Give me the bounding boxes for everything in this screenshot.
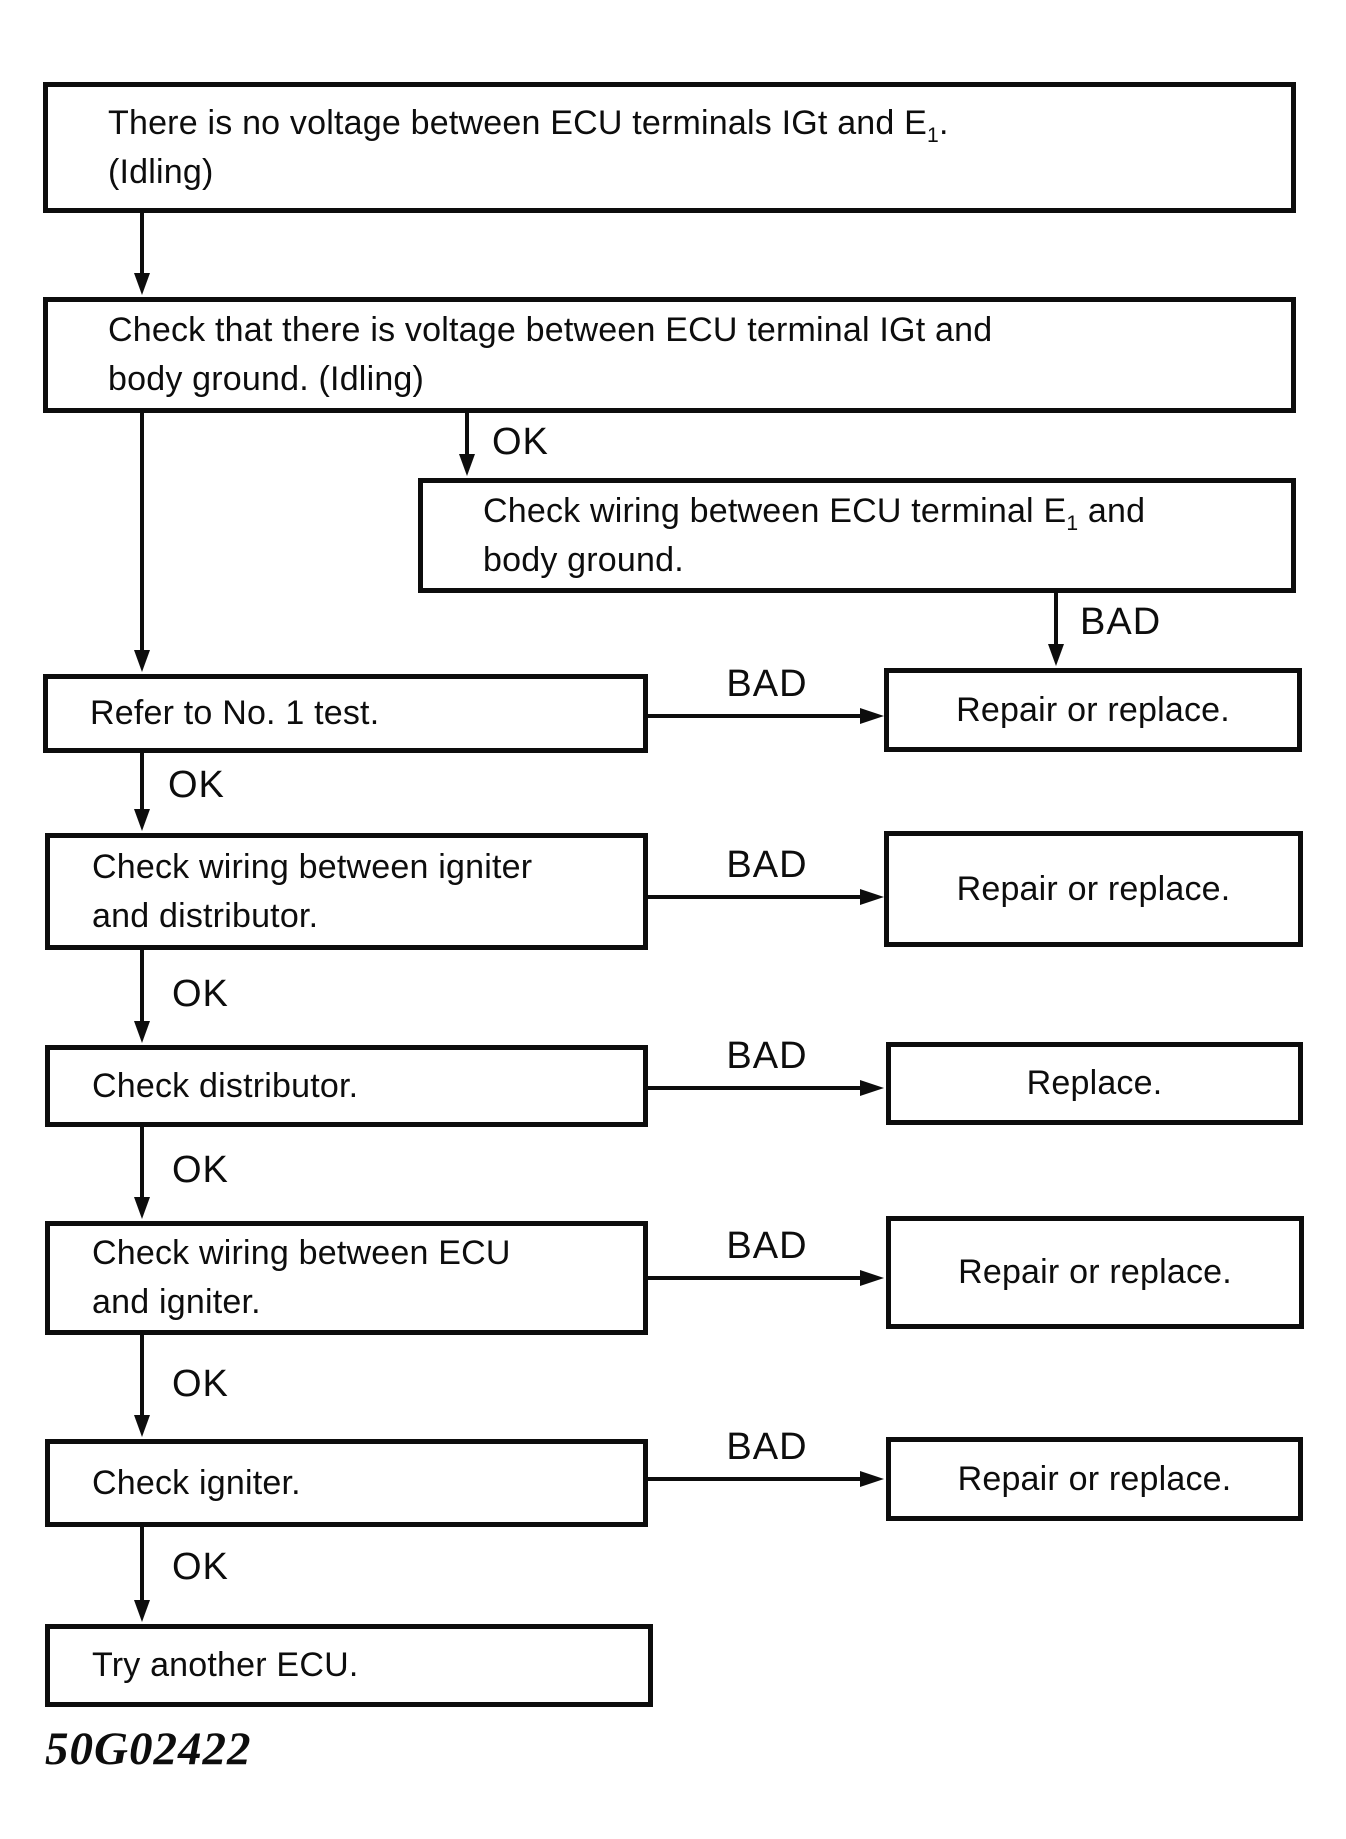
flow-node-repair-replace-2: Repair or replace. [884, 831, 1303, 947]
node-text: Check wiring between ECU terminal E1 and [483, 487, 1291, 536]
arrowhead-into-repair-1 [1048, 644, 1064, 666]
connector-bad-igniter [648, 1477, 864, 1481]
arrowhead-into-igniter-distributor [134, 809, 150, 831]
node-text: There is no voltage between ECU terminal… [108, 99, 1291, 148]
connector-ok-to-igniter-distributor [140, 753, 144, 813]
flow-node-try-another-ecu: Try another ECU. [45, 1624, 653, 1707]
connector-ok-to-try-ecu [140, 1527, 144, 1604]
branch-label-ok-4: OK [172, 1149, 229, 1191]
connector-ok-to-ecu-igniter [140, 1127, 144, 1201]
node-text: Repair or replace. [956, 690, 1230, 729]
arrowhead-into-replace [860, 1080, 884, 1096]
node-text: Try another ECU. [92, 1646, 359, 1684]
node-text: Check that there is voltage between ECU … [108, 311, 993, 349]
connector-ok-to-igniter [140, 1335, 144, 1419]
connector-bad-igniter-distributor [648, 895, 864, 899]
arrowhead-into-repair-row1 [860, 708, 884, 724]
arrowhead-into-distributor [134, 1021, 150, 1043]
arrowhead-into-igniter [134, 1415, 150, 1437]
node-text: Replace. [1026, 1064, 1163, 1102]
flow-node-check-wiring-ecu-igniter: Check wiring between ECU and igniter. [45, 1221, 648, 1335]
flow-node-check-e1-ground: Check wiring between ECU terminal E1 and… [418, 478, 1296, 593]
flow-node-replace: Replace. [886, 1042, 1303, 1125]
node-text-part: Check wiring between ECU terminal E [483, 491, 1067, 530]
flow-node-check-igniter: Check igniter. [45, 1439, 648, 1527]
connector-ok-to-distributor [140, 950, 144, 1025]
node-text: and distributor. [92, 896, 319, 935]
arrowhead-into-repair-row2 [860, 889, 884, 905]
branch-label-bad-6: BAD [726, 1426, 808, 1468]
connector-bad-refer-to-repair [648, 714, 864, 718]
connector-bad-ecu-igniter [648, 1276, 864, 1280]
node-text-part: There is no voltage between ECU terminal… [108, 103, 928, 142]
node-text: Refer to No. 1 test. [90, 694, 380, 732]
branch-label-ok-2: OK [168, 764, 225, 806]
branch-label-bad-1: BAD [1080, 601, 1162, 643]
connector-start-to-check-igt [140, 213, 144, 277]
flow-node-start: There is no voltage between ECU terminal… [43, 82, 1296, 213]
branch-label-bad-2: BAD [726, 663, 808, 705]
branch-label-bad-3: BAD [726, 844, 808, 886]
arrowhead-into-try-ecu [134, 1600, 150, 1622]
node-text: and igniter. [92, 1283, 261, 1321]
subscript-text: 1 [1066, 511, 1079, 535]
subscript-text: 1 [927, 123, 939, 147]
node-text-part: . [938, 103, 949, 142]
arrowhead-into-repair-row4 [860, 1270, 884, 1286]
node-text: (Idling) [108, 152, 214, 191]
connector-bad-distributor [648, 1086, 864, 1090]
branch-label-bad-4: BAD [726, 1035, 808, 1077]
arrowhead-into-ecu-igniter [134, 1197, 150, 1219]
arrowhead-into-refer-no1 [134, 650, 150, 672]
branch-label-ok-6: OK [172, 1546, 229, 1588]
branch-label-bad-5: BAD [726, 1225, 808, 1267]
flow-node-check-wiring-igniter-distributor: Check wiring between igniter and distrib… [45, 833, 648, 950]
branch-label-ok-5: OK [172, 1363, 229, 1405]
node-text: Repair or replace. [958, 1253, 1232, 1291]
flow-node-repair-replace-1: Repair or replace. [884, 668, 1302, 752]
flow-node-check-igt-ground: Check that there is voltage between ECU … [43, 297, 1296, 413]
node-text: body ground. (Idling) [108, 360, 425, 398]
arrowhead-into-check-e1 [459, 454, 475, 476]
node-text: Check wiring between ECU [92, 1234, 511, 1272]
node-text: Check wiring between igniter [92, 847, 533, 886]
connector-bad-e1-to-repair [1054, 593, 1058, 646]
flow-node-repair-replace-4: Repair or replace. [886, 1437, 1303, 1521]
node-text: Check igniter. [92, 1463, 301, 1502]
node-text: Repair or replace. [957, 1459, 1232, 1498]
node-text: body ground. [483, 540, 684, 579]
branch-label-ok-3: OK [172, 973, 229, 1015]
arrowhead-into-repair-row5 [860, 1471, 884, 1487]
arrowhead-into-check-igt [134, 273, 150, 295]
connector-ok-to-check-e1 [465, 413, 469, 458]
branch-label-ok-1: OK [492, 421, 549, 463]
flow-node-refer-no1-test: Refer to No. 1 test. [43, 674, 648, 753]
figure-code: 50G02422 [45, 1723, 252, 1775]
node-text: Repair or replace. [956, 869, 1231, 908]
connector-spine-to-refer-no1 [140, 413, 144, 652]
node-text: Check distributor. [92, 1066, 359, 1105]
node-text-part: and [1078, 491, 1146, 530]
flow-node-check-distributor: Check distributor. [45, 1045, 648, 1127]
flow-node-repair-replace-3: Repair or replace. [886, 1216, 1304, 1329]
